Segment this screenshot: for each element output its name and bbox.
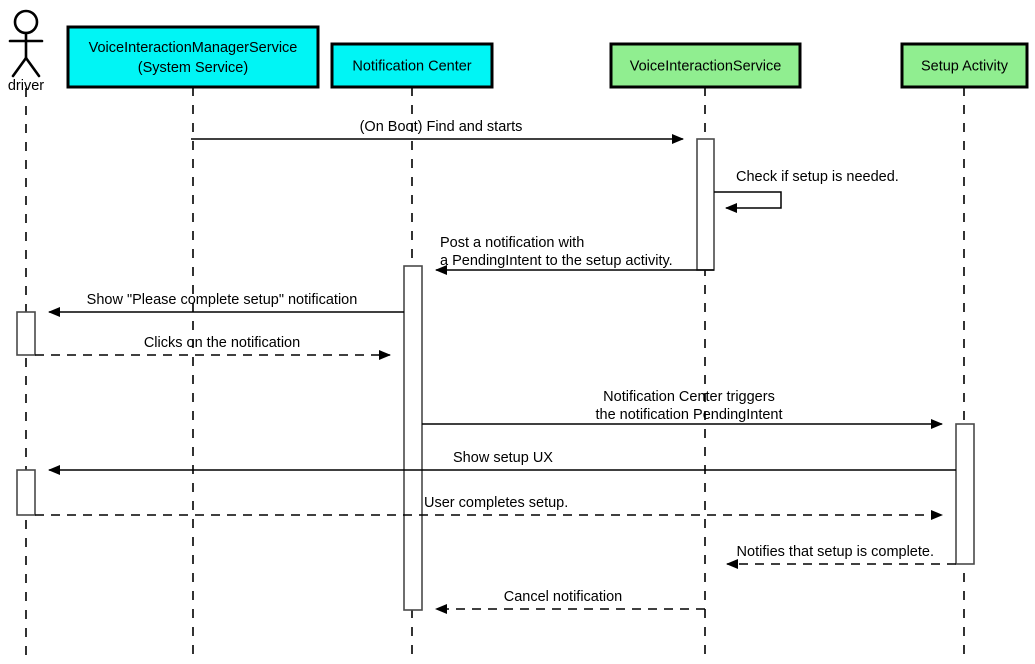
message-notification-center-triggers-pending-intent[interactable]: Notification Center triggers the notific…: [422, 389, 943, 429]
message-label: Cancel notification: [504, 589, 623, 605]
message-cancel-notification[interactable]: Cancel notification: [435, 589, 705, 614]
participant-box-vims-label-line2: (System Service): [138, 60, 248, 76]
participant-box-notification-center-label: Notification Center: [352, 58, 471, 74]
message-label-line1: Notification Center triggers: [603, 389, 775, 405]
participant-box-vims-label-line1: VoiceInteractionManagerService: [89, 40, 298, 56]
actor-driver-label: driver: [8, 78, 44, 94]
participant-box-vis-rect: [609, 42, 802, 89]
message-label: (On Boot) Find and starts: [360, 119, 523, 135]
message-check-if-setup-is-needed[interactable]: Check if setup is needed.: [714, 169, 899, 213]
message-self-loop-line: [714, 191, 782, 213]
activation-bar-driver-2: [16, 469, 36, 516]
participant-box-setup-activity-label: Setup Activity: [921, 58, 1009, 74]
message-label: Show setup UX: [453, 450, 553, 466]
message-post-notification-pending-intent[interactable]: Post a notification with a PendingIntent…: [435, 235, 714, 275]
message-show-setup-ux[interactable]: Show setup UX: [48, 450, 956, 475]
activation-bars-group: [16, 138, 975, 611]
participant-box-setup-activity[interactable]: Setup Activity: [900, 42, 1029, 89]
message-clicks-on-the-notification[interactable]: Clicks on the notification: [35, 335, 391, 360]
participant-box-setup-activity-rect: [900, 42, 1029, 89]
message-label: Check if setup is needed.: [736, 169, 899, 185]
participant-box-vis-label: VoiceInteractionService: [630, 58, 782, 74]
participant-box-notification-center[interactable]: Notification Center: [330, 42, 494, 89]
message-label: Show "Please complete setup" notificatio…: [87, 292, 358, 308]
actor-driver[interactable]: driver: [8, 9, 44, 94]
participant-box-vims-rect: [66, 25, 320, 89]
participant-box-vims[interactable]: VoiceInteractionManagerService (System S…: [66, 25, 320, 89]
actor-head-icon: [13, 9, 39, 35]
activation-bar-vis-1: [696, 138, 715, 271]
participant-box-vis[interactable]: VoiceInteractionService: [609, 42, 802, 89]
actor-leg-left-icon: [11, 56, 28, 78]
message-label: User completes setup.: [424, 495, 568, 511]
message-notifies-that-setup-is-complete[interactable]: Notifies that setup is complete.: [726, 544, 956, 569]
activation-bar-driver-1: [16, 311, 36, 356]
activation-bar-setup-activity-1: [955, 423, 975, 565]
message-on-boot-find-and-starts[interactable]: (On Boot) Find and starts: [191, 119, 684, 144]
message-label-line2: a PendingIntent to the setup activity.: [440, 253, 673, 269]
participant-box-notification-center-rect: [330, 42, 494, 89]
message-label-line1: Post a notification with: [440, 235, 584, 251]
message-label: Clicks on the notification: [144, 335, 300, 351]
actor-leg-right-icon: [24, 56, 41, 78]
message-show-please-complete-setup-notification[interactable]: Show "Please complete setup" notificatio…: [48, 292, 404, 317]
activation-bar-notification-center-1: [403, 265, 423, 611]
message-label-line2: the notification PendingIntent: [595, 407, 782, 423]
message-label: Notifies that setup is complete.: [737, 544, 934, 560]
message-user-completes-setup[interactable]: User completes setup.: [35, 495, 943, 520]
